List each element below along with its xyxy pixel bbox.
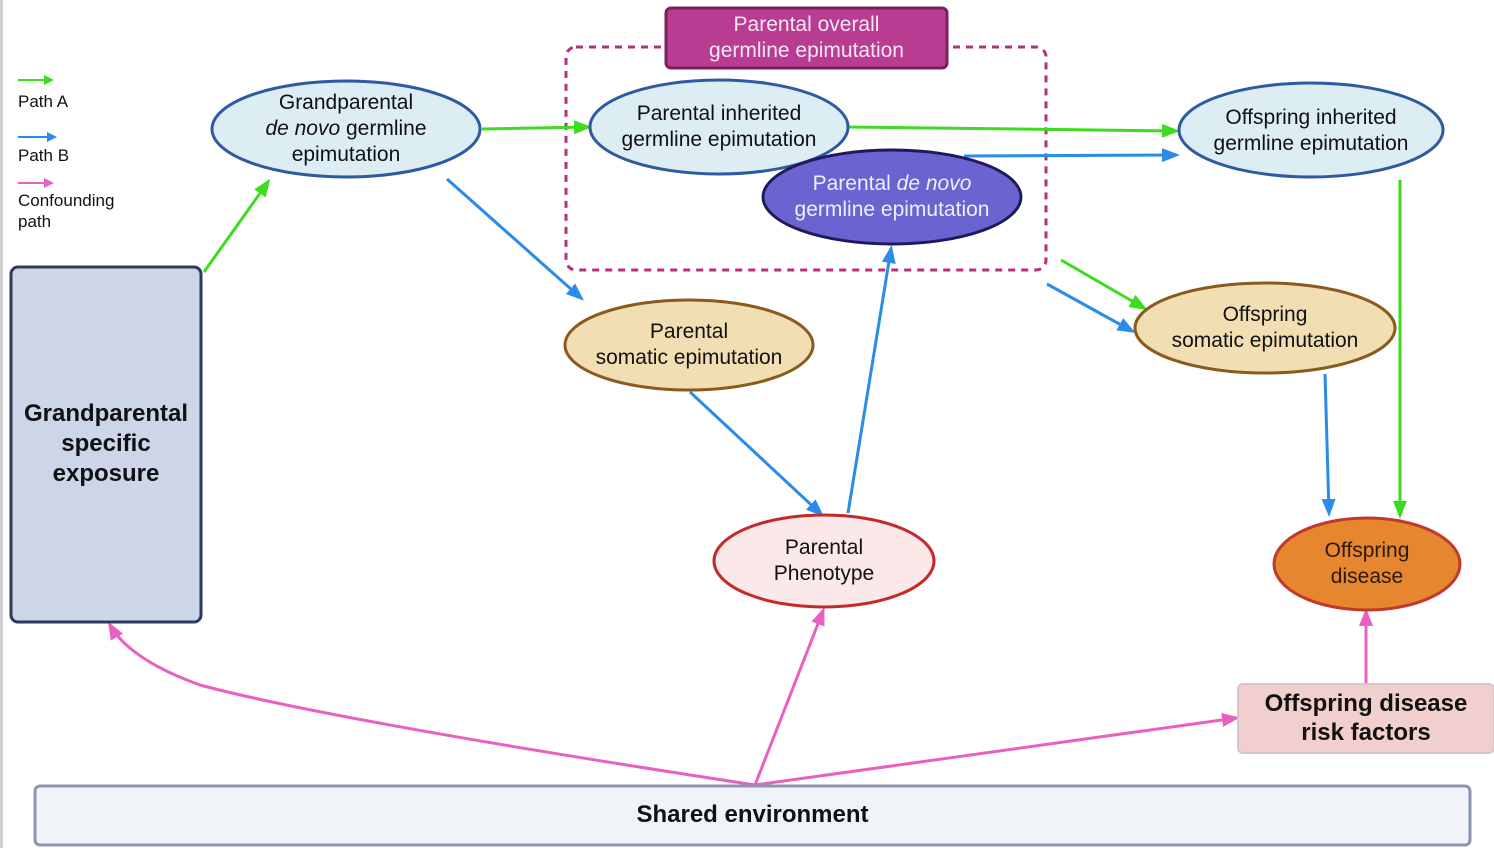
parental-inherited-node[interactable]: [588, 78, 850, 176]
legend-confounding-line1: Confounding: [18, 191, 115, 210]
legend-confounding-label: Confounding path: [18, 190, 114, 232]
parental-somatic-node[interactable]: [563, 298, 815, 392]
grandparental-exposure-box[interactable]: [9, 265, 203, 624]
edge-grandparental-denovo-to-parental-inherited: [481, 120, 592, 135]
grandparental-denovo-node[interactable]: [210, 79, 482, 179]
left-border: [0, 0, 3, 848]
edge-parental-overall-to-offspring-somatic-b: [1046, 282, 1136, 333]
edge-parental-somatic-to-phenotype: [688, 390, 824, 517]
edge-exposure-to-grandparental-denovo: [202, 178, 271, 273]
edge-grandparental-denovo-to-parental-somatic: [446, 177, 584, 301]
offspring-disease-node[interactable]: [1272, 516, 1462, 612]
offspring-risk-factors-box[interactable]: [1237, 683, 1494, 754]
edge-parental-denovo-to-offspring-inherited: [963, 148, 1180, 163]
edge-shared-env-to-risk-factors: [754, 712, 1240, 787]
parental-denovo-node[interactable]: [761, 148, 1023, 246]
edge-shared-env-to-phenotype: [753, 607, 825, 786]
parental-phenotype-node[interactable]: [712, 513, 936, 609]
shared-environment-box[interactable]: [33, 784, 1472, 847]
parental-overall-box[interactable]: [664, 6, 949, 70]
edge-parental-overall-to-offspring-somatic-a: [1060, 258, 1148, 311]
offspring-somatic-node[interactable]: [1133, 281, 1397, 375]
parental-germline-group-box: [564, 45, 1048, 272]
edge-parental-inherited-to-offspring-inherited: [848, 123, 1180, 138]
legend-confounding-line2: path: [18, 212, 52, 231]
legend-path-b-label: Path B: [18, 146, 70, 165]
offspring-inherited-node[interactable]: [1177, 81, 1445, 179]
legend-path-a-label: Path A: [18, 92, 69, 111]
edge-offspring-somatic-to-offspring-disease: [1321, 373, 1336, 517]
edge-shared-env-to-exposure: [108, 621, 756, 787]
edge-phenotype-to-parental-denovo: [846, 245, 896, 514]
